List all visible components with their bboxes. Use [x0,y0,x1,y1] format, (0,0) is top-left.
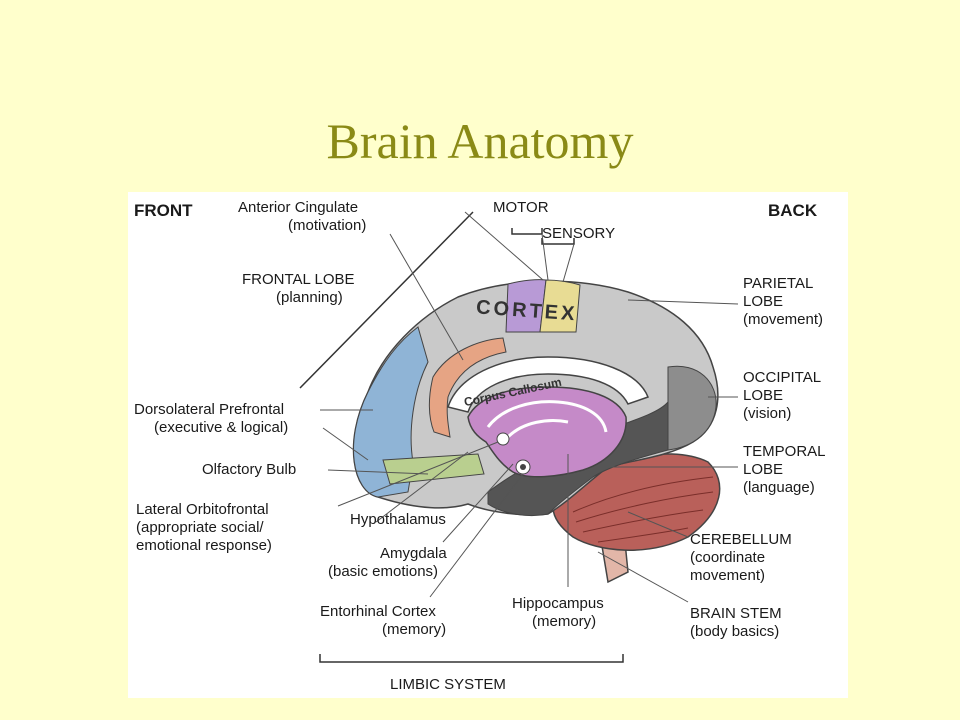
occipital-title: OCCIPITAL [743,369,821,386]
temporal-lobe: LOBE [743,461,783,478]
anterior-cingulate-desc: (motivation) [288,217,366,234]
hippocampus-title: Hippocampus [512,595,604,612]
orbitofrontal-desc2: emotional response) [136,537,272,554]
motor-label: MOTOR [493,199,549,216]
occipital-lobe: LOBE [743,387,783,404]
brainstem-desc: (body basics) [690,623,779,640]
dorsolateral-title: Dorsolateral Prefrontal [134,401,284,418]
brainstem-title: BRAIN STEM [690,605,782,622]
orbitofrontal-desc1: (appropriate social/ [136,519,264,536]
occipital-shape [667,365,717,451]
parietal-title: PARIETAL [743,275,813,292]
olfactory-shape [382,453,485,485]
temporal-title: TEMPORAL [743,443,826,460]
cerebellum-title: CEREBELLUM [690,531,792,548]
back-label: BACK [768,201,818,220]
frontal-shape [353,326,429,498]
motor-bracket [511,228,543,235]
limbic-bracket [319,654,624,663]
leader-lines [320,211,739,603]
parietal-desc: (movement) [743,311,823,328]
amygdala-desc: (basic emotions) [328,563,438,580]
frontal-lobe-desc: (planning) [276,289,343,306]
cerebellum-desc1: (coordinate [690,549,765,566]
brain-diagram: CORTEX Corpus Callosum FRONT BACK Anteri… [128,192,848,698]
parietal-lobe: LOBE [743,293,783,310]
cingulate-shape [428,337,507,438]
limbic-system-label: LIMBIC SYSTEM [390,676,506,693]
entorhinal-desc: (memory) [382,621,446,638]
occipital-desc: (vision) [743,405,791,422]
sensory-label: SENSORY [542,225,615,242]
olfactory-title: Olfactory Bulb [202,461,296,478]
frontal-bracket [299,211,474,389]
entorhinal-title: Entorhinal Cortex [320,603,436,620]
sensory-bracket [541,238,575,245]
frontal-lobe-title: FRONTAL LOBE [242,271,355,288]
hypothalamus-title: Hypothalamus [350,511,446,528]
brain-svg: CORTEX Corpus Callosum FRONT BACK Anteri… [134,199,826,693]
hippocampus-desc: (memory) [532,613,596,630]
anterior-cingulate-title: Anterior Cingulate [238,199,358,216]
temporal-desc: (language) [743,479,815,496]
cerebellum-desc2: movement) [690,567,765,584]
amygdala-title: Amygdala [380,545,447,562]
dorsolateral-desc: (executive & logical) [154,419,288,436]
orbitofrontal-title: Lateral Orbitofrontal [136,501,269,518]
corpus-callosum-shape [447,356,649,413]
slide-title: Brain Anatomy [326,113,634,169]
sensory-shape [539,279,581,333]
front-label: FRONT [134,201,193,220]
